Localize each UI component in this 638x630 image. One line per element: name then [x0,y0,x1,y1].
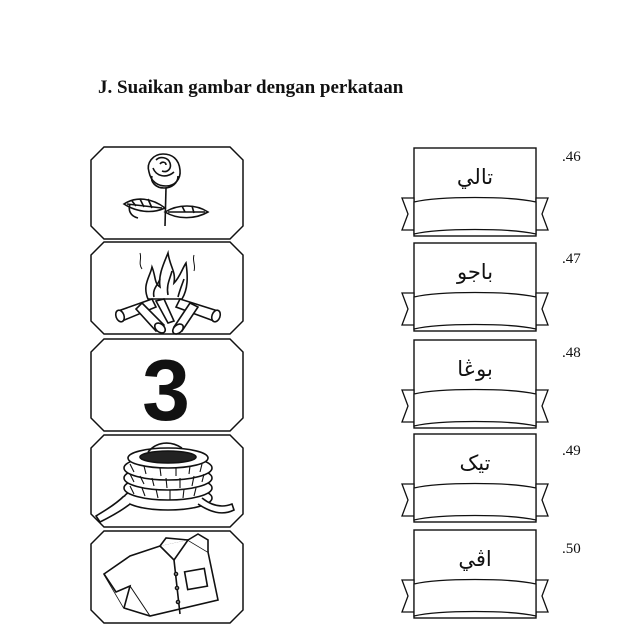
shirt-picture [90,530,244,624]
word-box-47: باجو [400,241,550,339]
arabic-word: بوڠا [457,357,493,381]
word-box-48: بوڠا [400,338,550,436]
coiled-rope-picture [90,434,244,528]
arabic-word: تالي [456,165,494,189]
question-number: .47 [562,251,581,267]
number-three-text: 3 [142,343,190,432]
word-box-50: اڤي [400,528,550,626]
arabic-word: باجو [456,260,494,284]
arabic-word: اڤي [458,547,492,571]
section-title: J. Suaikan gambar dengan perkataan [98,77,404,98]
question-number: .49 [562,443,581,459]
arabic-word: تيک [459,451,491,475]
question-number: .48 [562,345,581,361]
campfire-picture [90,241,244,335]
word-box-49: تيک [400,432,550,530]
question-number: .50 [562,541,581,557]
word-box-46: تالي [400,146,550,244]
question-number: .46 [562,149,581,165]
number-three-picture: 3 [90,338,244,432]
rose-flower-picture [90,146,244,240]
